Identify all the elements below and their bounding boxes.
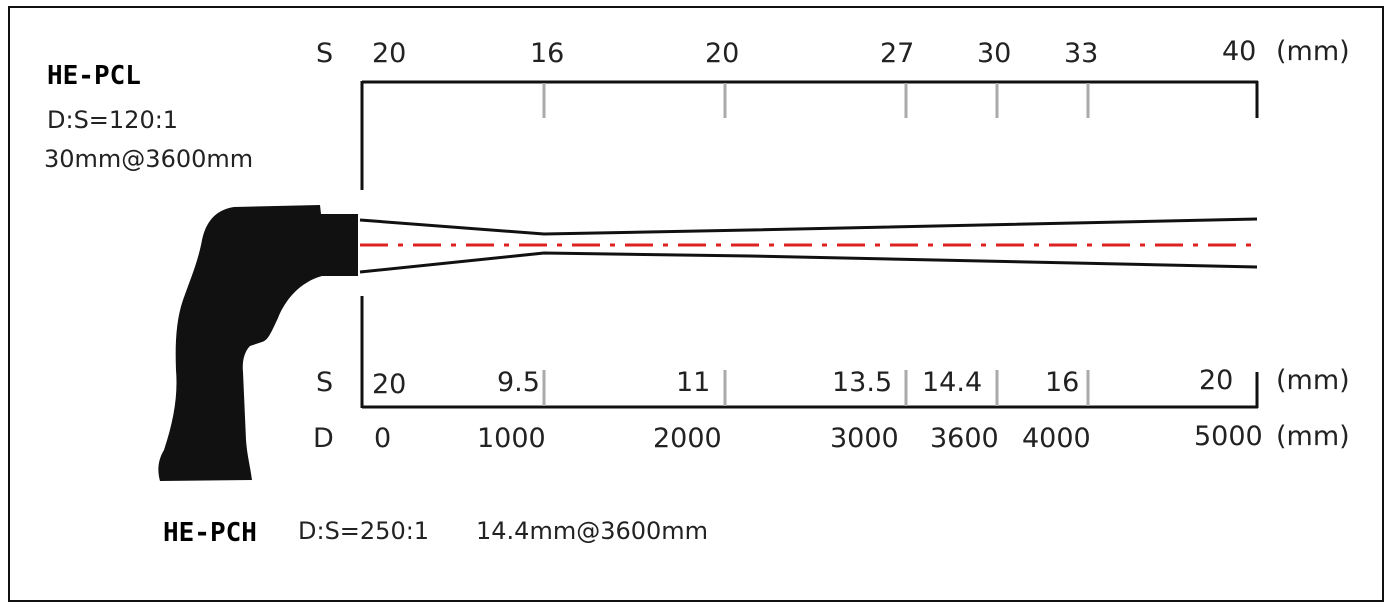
bottom-scale-value-5: 16 — [1045, 367, 1079, 398]
distance-value-6: 5000 — [1194, 421, 1263, 452]
top-scale-value-3: 27 — [880, 38, 914, 69]
measurement-beam — [359, 217, 1258, 274]
top-scale-value-5: 33 — [1064, 38, 1098, 69]
bottom-scale-value-0: 20 — [372, 369, 406, 400]
distance-scale-label: D — [313, 423, 334, 454]
bottom-model-ratio: D:S=250:1 — [298, 517, 429, 545]
top-scale-label: S — [316, 38, 333, 69]
distance-value-2: 2000 — [653, 423, 722, 454]
top-scale-value-4: 30 — [977, 38, 1011, 69]
distance-value-5: 4000 — [1022, 423, 1091, 454]
top-model-name: HE-PCL — [47, 61, 141, 91]
distance-scale-unit: (mm) — [1276, 421, 1350, 452]
bottom-model-spot: 14.4mm@3600mm — [476, 517, 708, 545]
infrared-thermometer-icon — [158, 205, 358, 481]
top-scale-unit: (mm) — [1276, 36, 1350, 67]
top-model-ratio: D:S=120:1 — [47, 106, 178, 134]
top-scale-value-0: 20 — [372, 38, 406, 69]
bottom-scale-value-4: 14.4 — [922, 367, 982, 398]
distance-value-0: 0 — [374, 423, 391, 454]
diagram-frame — [8, 6, 1384, 602]
bottom-scale-value-6: 20 — [1199, 365, 1233, 396]
top-scale-value-2: 20 — [705, 38, 739, 69]
top-axis — [360, 80, 1259, 190]
distance-value-1: 1000 — [477, 423, 546, 454]
top-scale-value-1: 16 — [530, 38, 564, 69]
bottom-scale-value-2: 11 — [676, 367, 710, 398]
distance-value-4: 3600 — [930, 423, 999, 454]
bottom-scale-value-3: 13.5 — [832, 367, 892, 398]
bottom-axis — [360, 296, 1259, 409]
top-scale-value-6: 40 — [1222, 36, 1256, 67]
bottom-scale-label: S — [316, 367, 333, 398]
distance-value-3: 3000 — [830, 423, 899, 454]
bottom-scale-unit: (mm) — [1276, 365, 1350, 396]
bottom-model-name: HE-PCH — [163, 518, 257, 548]
bottom-scale-value-1: 9.5 — [497, 367, 540, 398]
top-model-spot: 30mm@3600mm — [44, 145, 253, 173]
